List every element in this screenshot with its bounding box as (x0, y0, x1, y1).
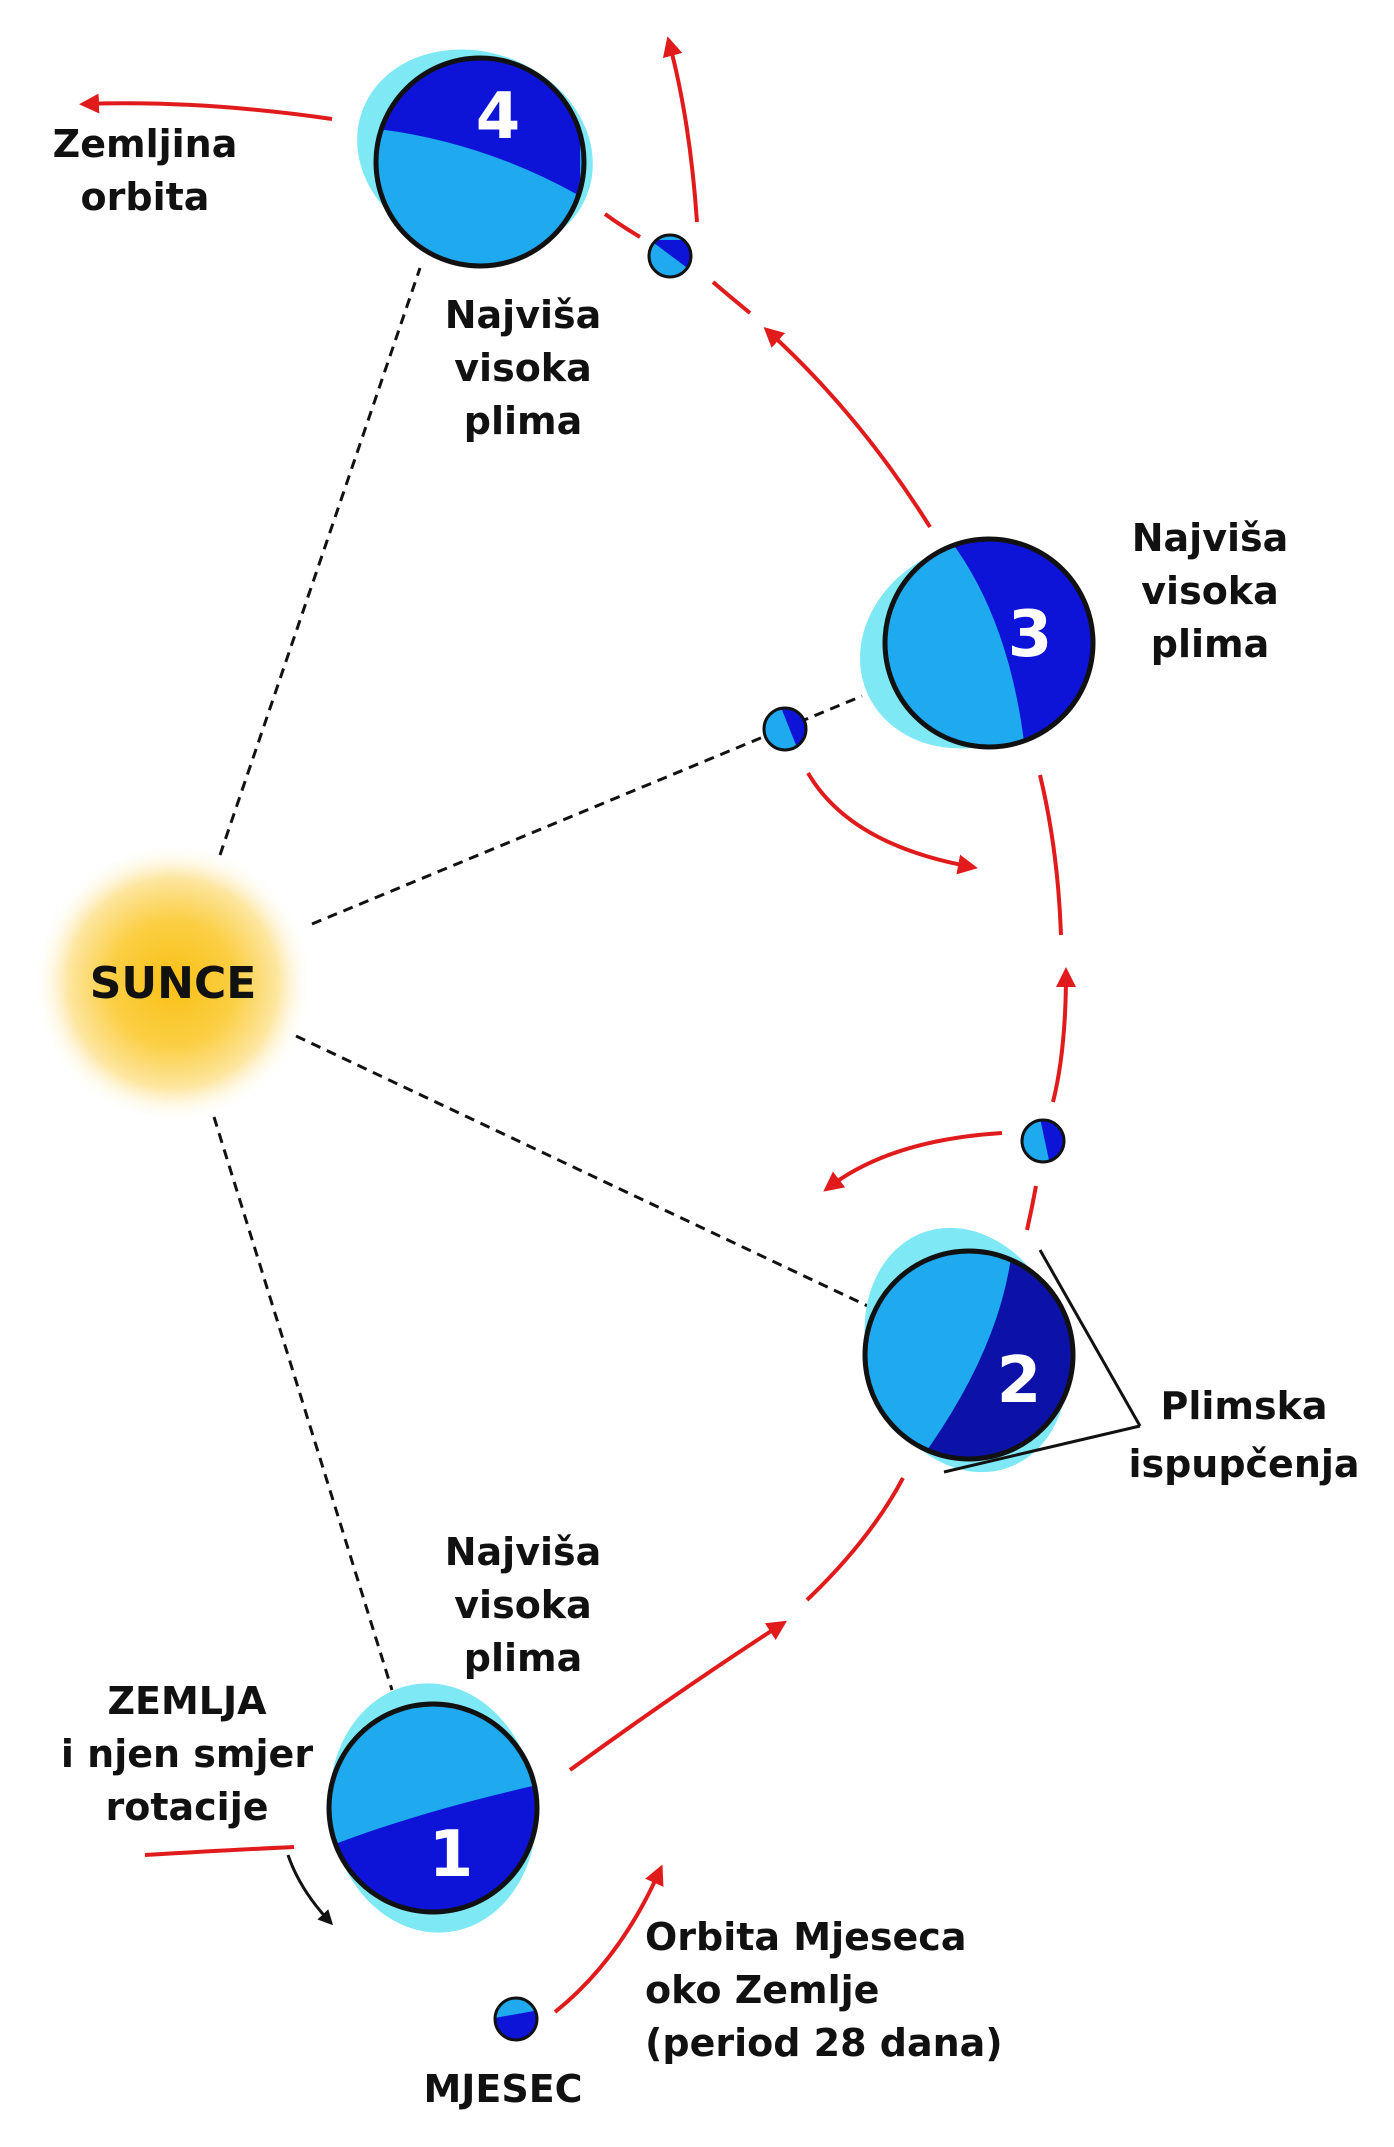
earth-3: 3 (860, 536, 1096, 750)
position-number: 4 (476, 80, 521, 154)
orbit-segment-in (144, 1845, 295, 1857)
svg-text:plima: plima (464, 1636, 583, 1680)
position-number: 1 (429, 1818, 474, 1892)
svg-text:ispupčenja: ispupčenja (1128, 1442, 1359, 1486)
moon-orbit-arrows (553, 36, 1003, 2014)
ocean-shade (376, 58, 580, 196)
earth-orbit-path (79, 93, 1076, 1857)
line-to-earth-1 (212, 1116, 394, 1691)
earth-4: 4 (357, 49, 593, 269)
moon-4 (647, 233, 693, 279)
orbit-dash-a (805, 1477, 905, 1602)
tidal-bulges-label: Plimska ispupčenja (1128, 1384, 1359, 1486)
moon-arrow-3 (806, 771, 978, 875)
svg-text:oko Zemlje: oko Zemlje (645, 1968, 879, 2012)
moon-arrow-2 (823, 1131, 1003, 1192)
orbit-arrow-2-3 (1051, 967, 1076, 1103)
moon-arrow-4 (662, 36, 699, 223)
position-number: 2 (997, 1344, 1042, 1418)
moon-arrow-1 (553, 1864, 664, 2014)
moon-2 (1020, 1118, 1066, 1164)
line-to-earth-4 (218, 267, 422, 856)
svg-text:plima: plima (464, 399, 583, 443)
svg-text:visoka: visoka (454, 346, 591, 390)
svg-text:ZEMLJA: ZEMLJA (107, 1679, 267, 1723)
highest-tide-label-3: Najviša visoka plima (1132, 516, 1289, 666)
earth-1: 1 (326, 1683, 540, 1933)
orbit-dash-b (1025, 1185, 1038, 1231)
svg-text:Plimska: Plimska (1160, 1384, 1327, 1428)
rotation-arrow (286, 1854, 334, 1926)
line-to-earth-2 (295, 1034, 875, 1311)
svg-text:rotacije: rotacije (105, 1785, 268, 1829)
orbit-arrow-3-4 (763, 326, 932, 529)
sun-label: SUNCE (90, 958, 257, 1009)
earth-label: ZEMLJA i njen smjer rotacije (61, 1679, 313, 1829)
moon-1 (493, 1996, 539, 2042)
svg-text:Najviša: Najviša (445, 1530, 602, 1574)
svg-text:visoka: visoka (1141, 569, 1278, 613)
moon-3 (762, 706, 808, 752)
tidal-bulge-pointers (943, 1249, 1142, 1474)
svg-text:(period 28 dana): (period 28 dana) (645, 2021, 1003, 2065)
moon-orbit-label: Orbita Mjeseca oko Zemlje (period 28 dan… (645, 1915, 1003, 2065)
ocean-shade (920, 1251, 1073, 1459)
earth-2: 2 (862, 1227, 1076, 1473)
orbit-arrow-out (79, 93, 333, 121)
highest-tide-label-1: Najviša visoka plima (445, 1530, 602, 1680)
highest-tide-label-4: Najviša visoka plima (445, 293, 602, 443)
svg-text:orbita: orbita (81, 175, 210, 219)
ocean-shade (950, 540, 1093, 747)
svg-text:Najviša: Najviša (445, 293, 602, 337)
sun: SUNCE (33, 843, 313, 1123)
orbit-dash-e (603, 212, 642, 239)
orbit-dash-d (711, 280, 752, 315)
svg-text:visoka: visoka (454, 1583, 591, 1627)
position-number: 3 (1008, 598, 1053, 672)
moon-label: MJESEC (423, 2067, 582, 2111)
svg-text:Najviša: Najviša (1132, 516, 1289, 560)
svg-text:plima: plima (1151, 622, 1270, 666)
svg-text:Orbita Mjeseca: Orbita Mjeseca (645, 1915, 966, 1959)
svg-text:Zemljina: Zemljina (53, 122, 238, 166)
earth-orbit-label: Zemljina orbita (53, 122, 238, 219)
orbit-dash-c (1038, 774, 1063, 936)
orbit-arrow-1-2 (568, 1620, 788, 1772)
sun-glow (33, 843, 313, 1123)
sun-earth-lines (212, 267, 875, 1691)
svg-text:i njen smjer: i njen smjer (61, 1732, 313, 1776)
